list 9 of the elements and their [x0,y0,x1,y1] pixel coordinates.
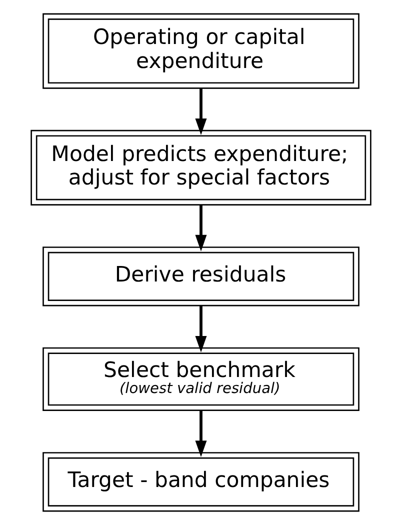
node-box: Derive residuals [42,246,359,306]
node-box: Operating or capital expenditure [42,13,359,89]
arrow [194,410,206,458]
node-box: Select benchmark (lowest valid residual) [42,347,359,411]
node-box: Model predicts expenditure; adjust for special factors [30,130,371,206]
arrow [194,88,206,135]
node-box: Target - band companies [42,452,359,512]
arrow [194,306,206,352]
arrow [194,204,206,252]
